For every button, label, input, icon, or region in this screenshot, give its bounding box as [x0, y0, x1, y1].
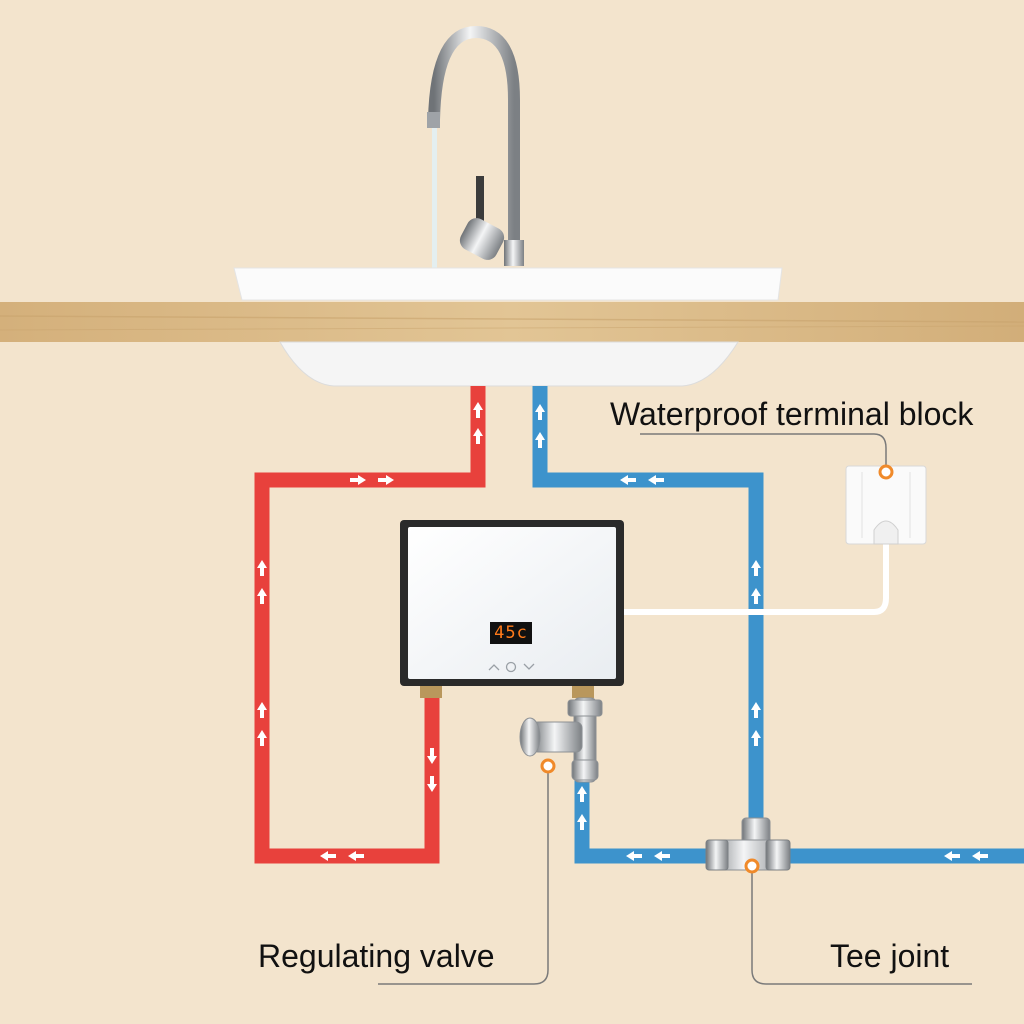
terminal-block-marker — [878, 464, 894, 480]
temperature-display: 45c — [490, 622, 532, 644]
tee-joint-marker — [744, 858, 760, 874]
heater-buttons — [488, 661, 535, 673]
chevron-up-icon[interactable] — [488, 664, 500, 671]
regulating-valve-marker — [540, 758, 556, 774]
flow-arrows — [257, 402, 988, 861]
power-cable — [624, 540, 889, 615]
faucet — [427, 25, 524, 268]
callout-lines — [378, 433, 972, 985]
sink-basin — [233, 267, 783, 301]
chevron-down-icon[interactable] — [523, 663, 535, 670]
regulating-valve-label: Regulating valve — [258, 938, 495, 974]
faucet-handle — [476, 176, 484, 230]
water-heater — [400, 520, 624, 698]
cold-inlet-fitting — [572, 686, 594, 698]
tee-joint-label: Tee joint — [830, 938, 950, 974]
water-stream — [432, 128, 437, 268]
power-icon[interactable] — [505, 661, 517, 673]
hot-outlet-fitting — [420, 686, 442, 698]
terminal-block-label: Waterproof terminal block — [610, 396, 974, 432]
tee-joint — [705, 817, 791, 871]
regulating-valve — [519, 697, 603, 783]
cold-water-pipe-inlet — [574, 768, 1024, 864]
terminal-block — [845, 465, 927, 545]
callout-dots — [540, 464, 894, 874]
sink-underside — [279, 341, 739, 387]
hot-water-pipe — [254, 386, 486, 864]
countertop — [0, 302, 1024, 342]
